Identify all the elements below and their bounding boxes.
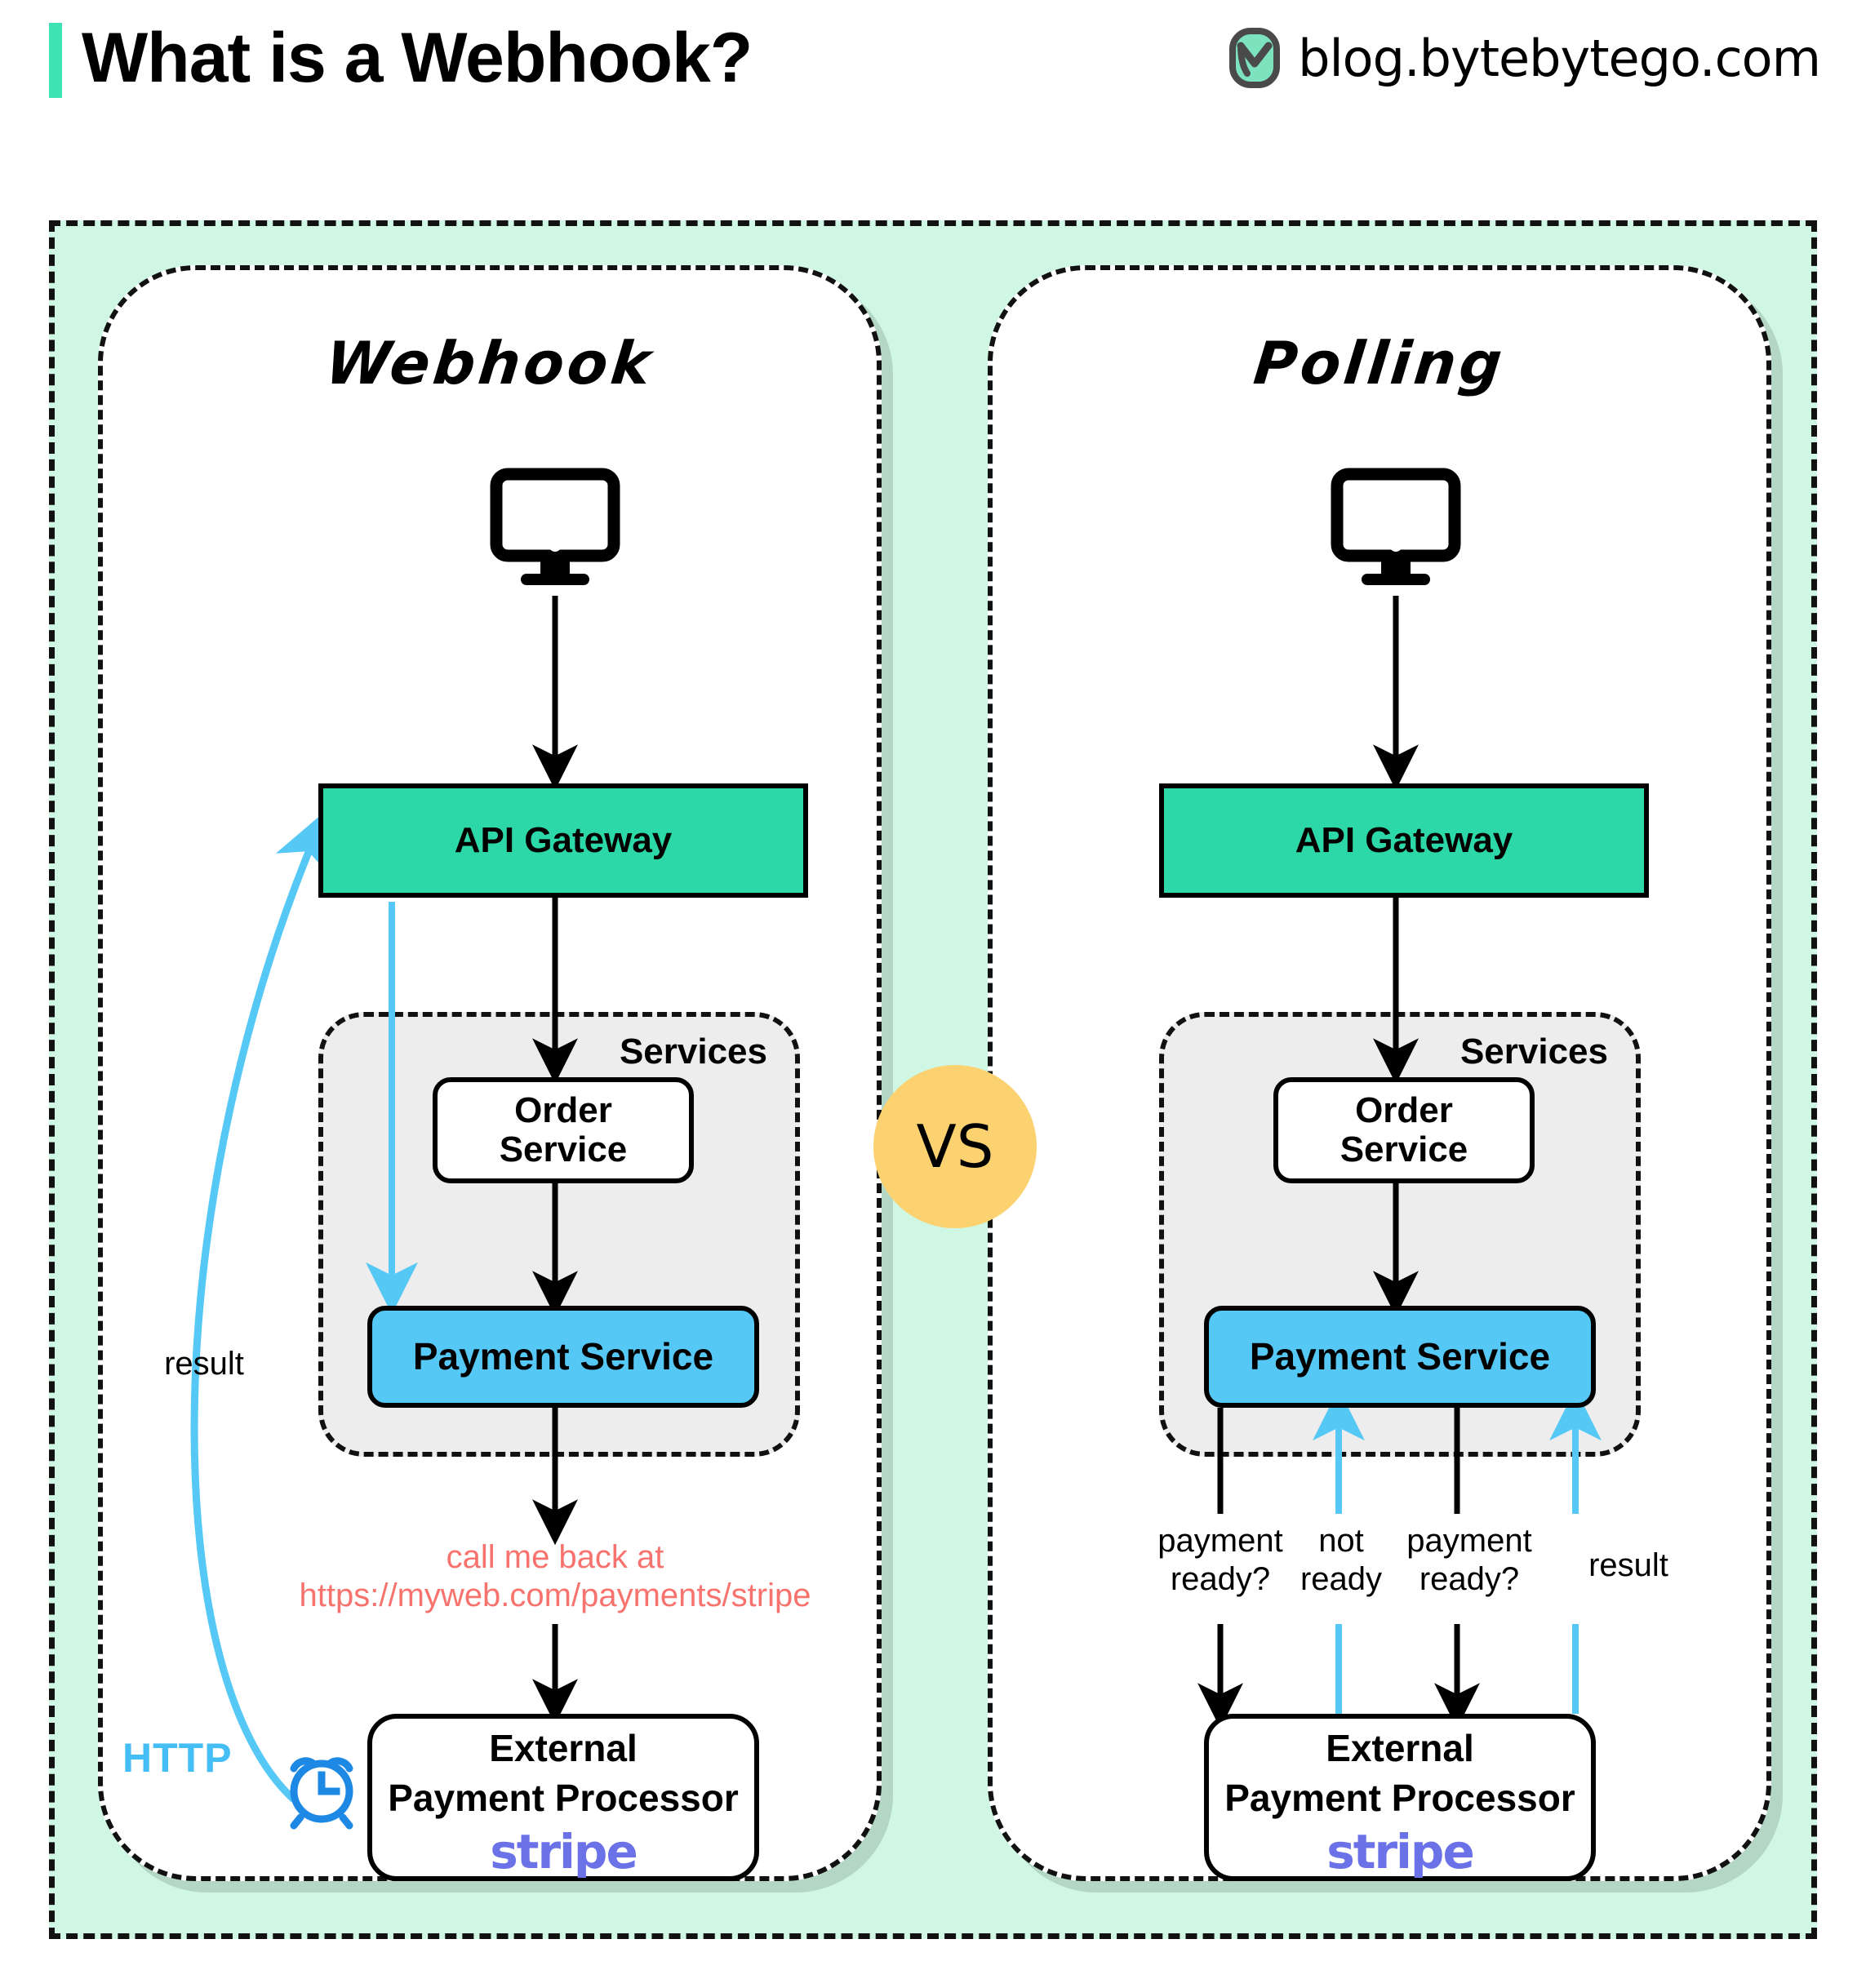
page-title: What is a Webhook? [82,19,753,97]
poll-label-1-line1: not [1318,1523,1364,1559]
polling-order-service-line1: Order [1355,1089,1453,1130]
polling-order-service[interactable]: Order Service [1273,1077,1535,1183]
webhook-external-payment-processor[interactable]: External Payment Processor stripe [367,1714,759,1881]
webhook-payment-service[interactable]: Payment Service [367,1306,759,1408]
alarm-clock-icon [278,1742,366,1830]
polling-payment-service[interactable]: Payment Service [1204,1306,1596,1408]
webhook-callout-line2: https://myweb.com/payments/stripe [299,1578,811,1614]
poll-label-2: payment ready? [1388,1522,1551,1599]
webhook-api-gateway[interactable]: API Gateway [318,783,808,898]
webhook-desktop-monitor-icon [490,468,620,588]
polling-external-payment-processor[interactable]: External Payment Processor stripe [1204,1714,1596,1881]
poll-label-0-line2: ready? [1170,1561,1271,1598]
polling-stripe-logo: stripe [1326,1824,1475,1880]
blog-url: blog.bytebytego.com [1298,28,1821,88]
webhook-callout-line1: call me back at [446,1539,664,1575]
polling-desktop-monitor-icon [1331,468,1461,588]
polling-external-line2: Payment Processor [1224,1776,1575,1819]
polling-external-line1: External [1326,1727,1474,1770]
webhook-callback-callout: call me back at https://myweb.com/paymen… [269,1538,841,1615]
webhook-order-service-line1: Order [514,1089,612,1130]
polling-order-service-line2: Service [1340,1129,1468,1169]
webhook-external-line2: Payment Processor [388,1776,739,1819]
webhook-result-label: result [164,1346,244,1382]
bytebytego-logo-icon [1229,28,1281,88]
webhook-order-service-line2: Service [499,1129,628,1169]
poll-label-1: not ready [1288,1522,1394,1599]
vs-badge: VS [873,1065,1037,1228]
webhook-external-line1: External [489,1727,638,1770]
webhook-order-service[interactable]: Order Service [433,1077,694,1183]
polling-api-gateway[interactable]: API Gateway [1159,783,1649,898]
polling-panel-title: Polling [1251,329,1508,397]
page-header: What is a Webhook? blog.bytebytego.com [0,0,1866,131]
webhook-panel-title: Webhook [322,329,658,397]
poll-label-1-line2: ready [1300,1561,1383,1598]
poll-label-3: result [1588,1547,1668,1583]
poll-label-2-line1: payment [1406,1523,1532,1559]
brand-block: blog.bytebytego.com [1229,28,1821,88]
poll-label-0: payment ready? [1139,1522,1302,1599]
poll-label-0-line1: payment [1157,1523,1283,1559]
poll-label-2-line2: ready? [1419,1561,1520,1598]
webhook-services-label: Services [619,1032,767,1072]
title-accent-bar [49,23,62,98]
webhook-stripe-logo: stripe [490,1824,638,1880]
polling-services-label: Services [1459,1032,1608,1072]
webhook-http-label: HTTP [122,1735,233,1781]
